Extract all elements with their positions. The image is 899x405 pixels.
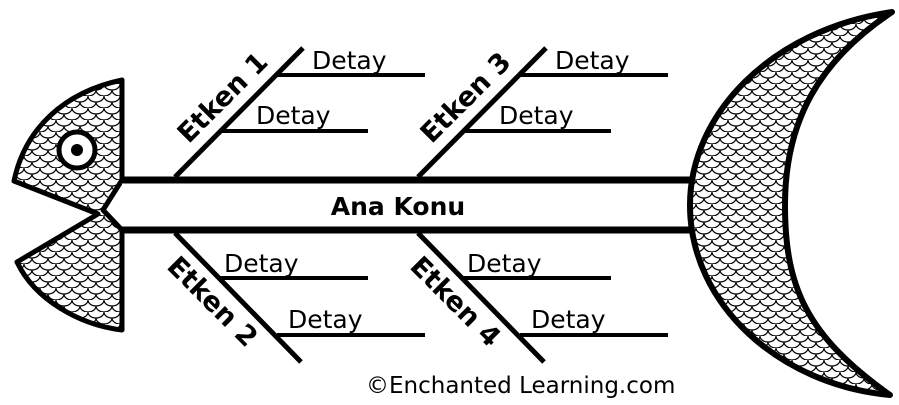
detail-label: Detay <box>256 101 331 130</box>
fish-tail-icon <box>687 9 895 398</box>
detail-label: Detay <box>499 101 574 130</box>
detail-label: Detay <box>288 305 363 334</box>
detail-label: Detay <box>467 249 542 278</box>
bone-factor-4 <box>416 231 668 364</box>
spine <box>122 176 690 234</box>
detail-label: Detay <box>555 46 630 75</box>
factor-label-1: Etken 1 <box>172 47 275 150</box>
main-topic-label: Ana Konu <box>331 192 465 221</box>
fish-eye-icon <box>56 129 98 171</box>
fish-head-icon <box>11 77 125 333</box>
detail-label: Detay <box>531 305 606 334</box>
copyright-text: ©Enchanted Learning.com <box>366 373 675 399</box>
detail-label: Detay <box>224 249 299 278</box>
bone-factor-3 <box>416 46 668 179</box>
detail-label: Detay <box>312 46 387 75</box>
factor-label-3: Etken 3 <box>415 47 518 150</box>
bone-factor-1 <box>173 46 425 179</box>
bone-factor-2 <box>173 231 425 364</box>
